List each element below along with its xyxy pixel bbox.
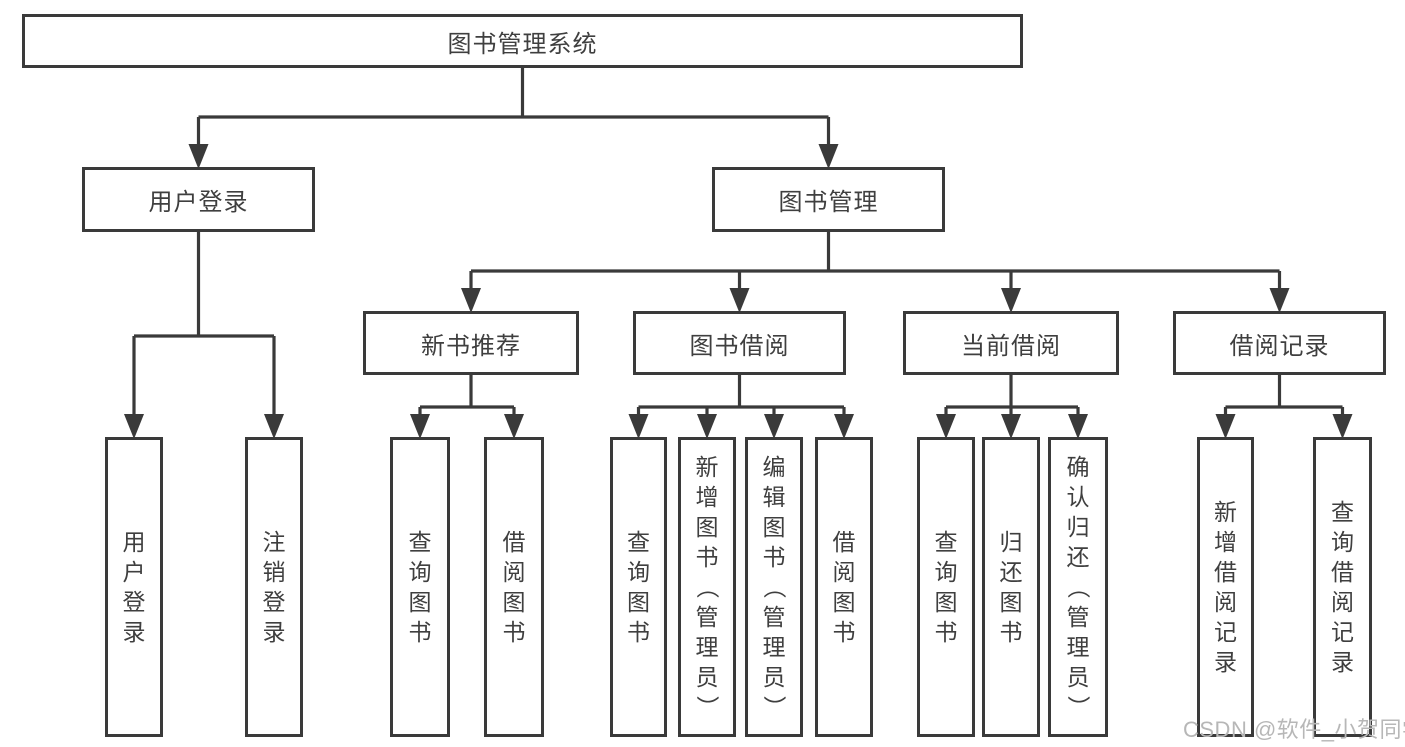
arrow-down-icon [697,414,717,439]
leaf-label: 确认归还（管理员） [1065,454,1091,719]
node-label: 图书管理系统 [447,30,598,58]
arrow-down-icon [1068,414,1088,439]
arrow-down-icon [410,414,430,439]
leaf-logout: 注销登录 [245,437,303,737]
leaf-label: 查询图书 [934,529,958,645]
leaf-label: 借阅图书 [832,529,856,645]
node-book-management: 图书管理 [712,167,945,232]
leaf-query-books: 查询图书 [390,437,450,737]
node-label: 用户登录 [148,189,249,216]
arrow-down-icon [264,414,284,439]
node-label: 当前借阅 [961,332,1061,360]
node-label: 借阅记录 [1229,332,1330,360]
leaf-label: 归还图书 [999,529,1023,645]
leaf-return-books: 归还图书 [982,437,1040,737]
leaf-label: 查询图书 [408,529,432,645]
arrow-down-icon [1001,414,1021,439]
arrow-down-icon [834,414,854,439]
arrow-down-icon [818,144,839,169]
leaf-user-login: 用户登录 [105,437,163,737]
leaf-label: 新增图书（管理员） [694,454,720,719]
arrow-down-icon [124,414,144,439]
leaf-confirm-return-admin: 确认归还（管理员） [1048,437,1108,737]
leaf-query-books: 查询图书 [610,437,667,737]
leaf-add-books-admin: 新增图书（管理员） [678,437,736,737]
leaf-label: 借阅图书 [502,529,526,645]
leaf-add-borrow-record: 新增借阅记录 [1197,437,1254,737]
arrow-down-icon [1332,414,1353,439]
leaf-borrow-books: 借阅图书 [484,437,544,737]
leaf-edit-books-admin: 编辑图书（管理员） [745,437,803,737]
node-label: 图书借阅 [689,332,790,360]
node-library-management-system: 图书管理系统 [22,14,1023,68]
node-label: 图书管理 [778,189,879,216]
leaf-query-books: 查询图书 [917,437,975,737]
leaf-label: 用户登录 [122,529,146,645]
node-current-borrowing: 当前借阅 [903,311,1119,375]
leaf-query-borrow-record: 查询借阅记录 [1313,437,1372,737]
arrow-down-icon [188,144,209,169]
leaf-borrow-books: 借阅图书 [815,437,873,737]
leaf-label: 查询借阅记录 [1331,499,1354,675]
arrow-down-icon [729,288,750,313]
leaf-label: 新增借阅记录 [1214,499,1237,675]
node-book-borrowing: 图书借阅 [633,311,846,375]
arrow-down-icon [628,414,649,439]
node-user-login: 用户登录 [82,167,315,232]
arrow-down-icon [936,414,956,439]
arrow-down-icon [1215,414,1236,439]
node-label: 新书推荐 [421,332,521,360]
leaf-label: 查询图书 [627,529,650,645]
csdn-watermark: CSDN @软件_小贺同学 [1183,717,1405,742]
node-borrowing-records: 借阅记录 [1173,311,1386,375]
arrow-down-icon [764,414,784,439]
arrow-down-icon [504,414,524,439]
arrow-down-icon [1269,288,1290,313]
leaf-label: 编辑图书（管理员） [761,454,787,719]
node-new-book-recommendation: 新书推荐 [363,311,579,375]
arrow-down-icon [461,288,481,313]
arrow-down-icon [1001,288,1021,313]
leaf-label: 注销登录 [262,529,286,645]
